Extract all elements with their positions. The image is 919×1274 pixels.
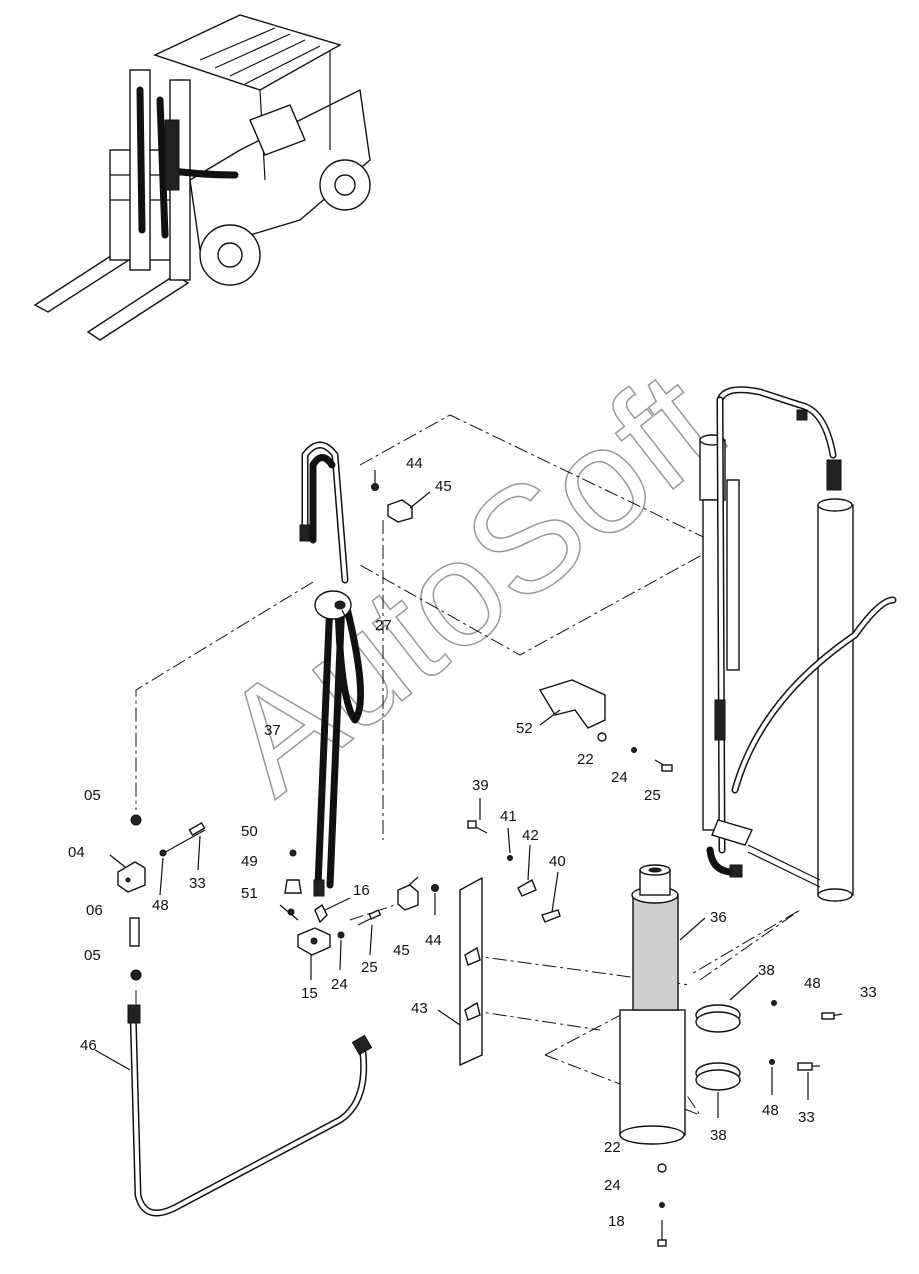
- callout-48-right-upper: 48: [804, 975, 821, 992]
- callout-22-upper: 22: [577, 751, 594, 768]
- callout-05-lower: 05: [84, 947, 101, 964]
- cylinder-36: [619, 864, 686, 1247]
- callout-48-left: 48: [152, 897, 169, 914]
- part-45-clamp-middle: [397, 884, 419, 911]
- callout-52: 52: [516, 720, 533, 737]
- forklift-overview: [33, 14, 371, 341]
- clamp-38-upper: [695, 1000, 843, 1033]
- callout-06: 06: [86, 902, 103, 919]
- callout-45-top: 45: [435, 478, 452, 495]
- callout-33-left: 33: [189, 875, 206, 892]
- callout-18: 18: [608, 1213, 625, 1230]
- bracket-52-group: [538, 679, 673, 772]
- callout-25-upper: 25: [644, 787, 661, 804]
- callout-45-middle: 45: [393, 942, 410, 959]
- callout-16: 16: [353, 882, 370, 899]
- callout-24-lower: 24: [604, 1177, 621, 1194]
- callout-04: 04: [68, 844, 85, 861]
- part-44-nut-middle: [431, 884, 439, 892]
- callout-40: 40: [549, 853, 566, 870]
- part-44-nut: [371, 483, 379, 491]
- callout-38-lower: 38: [710, 1127, 727, 1144]
- left-fittings: [117, 814, 206, 981]
- callout-48-right-lower: 48: [762, 1102, 779, 1119]
- callout-15: 15: [301, 985, 318, 1002]
- plate-43-group: [459, 820, 561, 1067]
- callout-38-upper: 38: [758, 962, 775, 979]
- block-15-group: [284, 849, 382, 956]
- callout-27: 27: [375, 617, 392, 634]
- callout-24-upper: 24: [611, 769, 628, 786]
- callout-36: 36: [710, 909, 727, 926]
- callout-43: 43: [411, 1000, 428, 1017]
- part-45-clamp: [387, 499, 413, 523]
- callout-44-middle: 44: [425, 932, 442, 949]
- callout-24-left: 24: [331, 976, 348, 993]
- hose-assembly-37: [299, 441, 365, 897]
- callouts: 05 04 06 05 46 48 33 50 49 51 15 24 25 1…: [68, 455, 877, 1230]
- callout-50: 50: [241, 823, 258, 840]
- callout-33-right-lower: 33: [798, 1109, 815, 1126]
- leader-lines: [94, 470, 809, 1118]
- callout-33-right-upper: 33: [860, 984, 877, 1001]
- clamp-38-lower: [695, 1059, 820, 1091]
- callout-46: 46: [80, 1037, 97, 1054]
- right-mast-assembly: [699, 386, 897, 902]
- callout-44-top: 44: [406, 455, 423, 472]
- pulley-27: [314, 590, 352, 620]
- callout-25-left: 25: [361, 959, 378, 976]
- callout-39: 39: [472, 777, 489, 794]
- callout-41: 41: [500, 808, 517, 825]
- watermark-text: AutoSoft: [191, 339, 748, 826]
- callout-51: 51: [241, 885, 258, 902]
- callout-49: 49: [241, 853, 258, 870]
- callout-37: 37: [264, 722, 281, 739]
- callout-05-upper: 05: [84, 787, 101, 804]
- hose-46: [127, 1004, 373, 1217]
- callout-22-lower: 22: [604, 1139, 621, 1156]
- callout-42: 42: [522, 827, 539, 844]
